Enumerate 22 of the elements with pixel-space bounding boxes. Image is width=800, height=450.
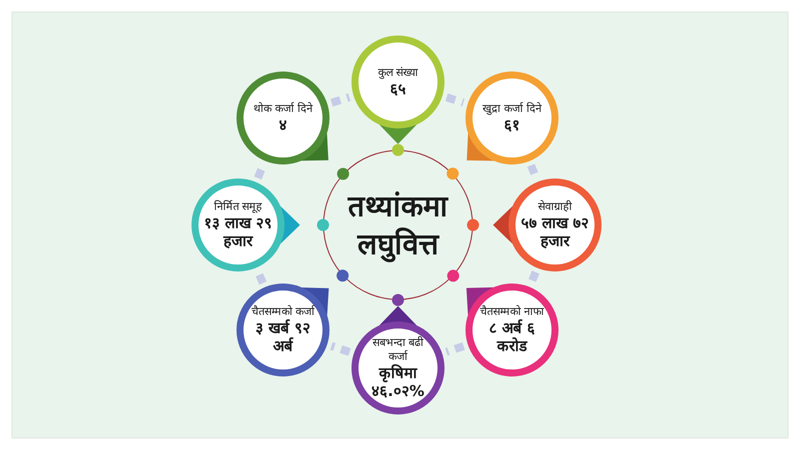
bubble-value: ६५ (390, 80, 406, 98)
bubble-label: सबभन्दा बढी कर्जा (371, 336, 425, 364)
bubble-value: ६१ (504, 116, 520, 134)
bubble-label: खुद्रा कर्जा दिने (482, 102, 542, 116)
bubble-label: चैतसम्मको नाफा (480, 305, 544, 319)
dashed-connector (445, 94, 465, 106)
dashed-connector (445, 342, 465, 356)
bubble-value: ४ (279, 116, 287, 134)
bubble-value: ८ अर्ब ६ करोड (488, 319, 536, 355)
bubble-value: ५७ लाख ७२ हजार (520, 214, 590, 250)
bubble-label: सेवाग्राही (538, 200, 572, 214)
bubble-label: कुल संख्या (378, 66, 418, 80)
bubble-value: कृषिमा ४६.०२% (370, 364, 426, 400)
bubble-value: १३ लाख २९ हजार (202, 214, 274, 250)
bubble-label: थोक कर्जा दिने (254, 102, 312, 116)
dashed-connector (330, 342, 351, 356)
dashed-connector (528, 270, 540, 284)
dashed-connector (330, 93, 351, 107)
bubble-label: निर्मित समूह (214, 200, 262, 214)
bubble-label: चैतसम्मको कर्जा (251, 305, 315, 319)
center-title: तथ्यांकमा लघुवित्त (346, 188, 450, 263)
bubble-value: ३ खर्ब ९२ अर्ब (254, 319, 312, 355)
